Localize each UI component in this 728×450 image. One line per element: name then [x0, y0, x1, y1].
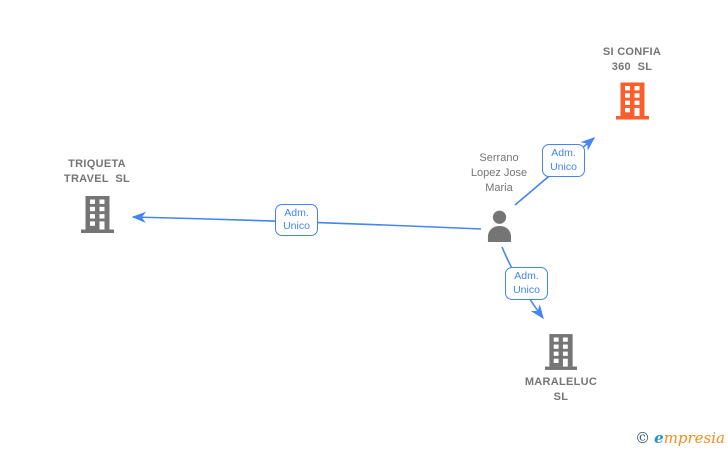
company-name-line: SL	[553, 391, 569, 403]
company-name-line: TRAVEL SL	[63, 173, 131, 185]
edge-label-line: Adm.	[284, 206, 309, 219]
company-name-line: 360 SL	[611, 61, 653, 73]
company-name: SI CONFIA 360 SL	[603, 45, 661, 75]
person-icon	[487, 210, 511, 242]
empresia-logo[interactable]: ©empresia	[635, 429, 725, 447]
person-name-line: Serrano	[479, 152, 519, 164]
person-name-line: Lopez Jose	[470, 167, 528, 179]
node-company-maraleluc[interactable]: MARALELUC SL	[501, 333, 621, 405]
person-name: Serrano Lopez Jose Maria	[471, 151, 527, 196]
edge-label-line: Unico	[513, 283, 540, 296]
company-name-line: MARALELUC	[524, 376, 598, 388]
empresia-logo-e: e	[654, 429, 664, 447]
edge-label-adm-unico-triqueta: Adm. Unico	[275, 204, 318, 236]
building-icon	[80, 196, 114, 233]
edge-label-line: Unico	[283, 220, 310, 232]
node-person-serrano-lopez-jose-maria[interactable]: Serrano Lopez Jose Maria	[439, 151, 559, 242]
person-name-line: Maria	[485, 182, 513, 194]
empresia-logo-text: mpresia	[663, 429, 725, 447]
company-name: TRIQUETA TRAVEL SL	[64, 157, 130, 187]
edge-label-line: Adm.	[514, 270, 539, 282]
node-company-triqueta[interactable]: TRIQUETA TRAVEL SL	[37, 157, 157, 233]
company-name-line: SI CONFIA	[602, 46, 662, 58]
building-icon	[545, 334, 577, 370]
node-company-si-confia[interactable]: SI CONFIA 360 SL	[572, 45, 692, 120]
copyright-icon: ©	[635, 429, 651, 447]
edge-label-adm-unico-si-confia: Adm. Unico	[542, 144, 585, 177]
edge-person-to-triqueta	[131, 211, 482, 230]
edge-label-adm-unico-maraleluc: Adm. Unico	[505, 267, 548, 300]
building-icon	[615, 82, 649, 120]
edge-label-line: Unico	[550, 160, 577, 173]
company-name: MARALELUC SL	[525, 375, 597, 405]
company-name-line: TRIQUETA	[68, 158, 126, 170]
edge-label-line: Adm.	[551, 147, 576, 159]
